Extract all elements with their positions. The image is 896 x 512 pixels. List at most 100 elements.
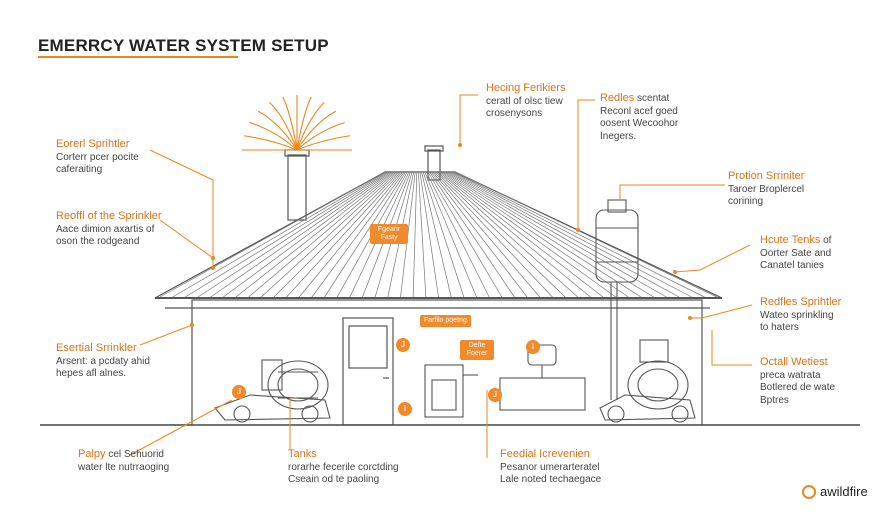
roof-panel-line — [261, 171, 398, 298]
roof-panel-line — [422, 171, 465, 298]
label-redles: Redles scentat Reconl acef goed oosent W… — [600, 92, 678, 143]
roof-panel-line — [172, 171, 387, 298]
label-roof-sprinkler-line-1: Corterr pcer pocite — [56, 151, 139, 163]
water-spray-arc — [296, 101, 325, 151]
roof-panel-line — [438, 171, 591, 298]
brand-name: awildfire — [820, 484, 868, 499]
label-roof-of-sprinkler: Reoffl of the Sprinkler Aace dimion axar… — [56, 210, 162, 249]
label-pump: Palpy cel Sehuorid water lte nutrraoging — [78, 448, 169, 474]
wall-tag: Farfilo pqetng — [420, 315, 471, 327]
label-redles-heading-rest: scentat — [637, 93, 670, 104]
roof-panel-line — [185, 171, 389, 298]
roof-panel-line — [197, 171, 390, 298]
marker-5: J — [488, 388, 502, 402]
label-redles-sprinkler: Redfles Sprihtler Wateo sprinkling to ha… — [760, 296, 841, 335]
label-roof-sprinkler: Eorerl Sprihtler Corterr pcer pocite caf… — [56, 138, 139, 177]
roof-panel-line — [427, 171, 503, 298]
label-essential-sprinkler-heading: Esertial Srrinkler — [56, 342, 137, 354]
roof-panel-line — [454, 171, 718, 298]
label-tanks-line-1: rorarhe fecerile corctding — [288, 461, 399, 473]
label-feedial-heading: Feedial Icrevenien — [500, 448, 590, 460]
roof-panel-line — [451, 171, 692, 298]
water-spray-arc — [296, 110, 337, 151]
label-redles-sprinkler-line-1: Wateo sprinkling — [760, 309, 834, 321]
label-essential-sprinkler: Esertial Srrinkler Arsent: a pcdaty ahid… — [56, 342, 150, 381]
label-hecing-fenkers-line-2: crosenysons — [486, 108, 543, 119]
roof-panel-line — [235, 171, 395, 298]
roof-panel-line — [248, 171, 397, 298]
label-pump-heading-rest: cel Sehuorid — [108, 449, 164, 460]
roof-panel-line — [442, 171, 616, 298]
pump-tag: Defte Foerer — [460, 340, 494, 360]
roof-panel-line — [434, 171, 553, 298]
roof-panel-line — [426, 171, 490, 298]
water-spray-arc — [296, 135, 351, 151]
label-feedial-line-1: Pesanor umerarteratel — [500, 461, 600, 473]
label-protion-sprinkler: Protion Srriniter Taroer Broplercel cori… — [728, 170, 804, 209]
label-essential-sprinkler-line-1: Arsent: a pcdaty ahid — [56, 355, 150, 367]
roof-panel-line — [446, 171, 654, 298]
label-home-tanks-line-2: Canatel tanies — [760, 260, 824, 271]
label-octal-wetiest-line-1: preca watrata — [760, 369, 821, 381]
roof-tag: Fgearir Fasty — [370, 224, 408, 244]
label-pump-heading: Palpy — [78, 448, 106, 460]
label-protion-sprinkler-line-2: corining — [728, 196, 764, 207]
label-hecing-fenkers-line-1: ceratl of olsc tiew — [486, 95, 563, 107]
label-feedial-line-2: Lale noted techaegace — [500, 474, 602, 485]
label-roof-sprinkler-heading: Eorerl Sprihtler — [56, 138, 130, 150]
label-tanks-line-2: Cseain od te paoling — [288, 474, 380, 485]
roof-panel-line — [210, 171, 392, 298]
label-hecing-fenkers: Hecing Ferikiers ceratl of olsc tiew cro… — [486, 82, 565, 121]
roof-panel-line — [421, 171, 452, 298]
brand-mark: awildfire — [802, 484, 868, 499]
water-spray-arc — [249, 121, 298, 151]
roof-panel-line — [440, 171, 604, 298]
roof-panel-line — [324, 171, 406, 298]
label-octal-wetiest-heading: Octall Wetiest — [760, 356, 828, 368]
water-spray-arc — [243, 135, 298, 151]
label-feedial: Feedial Icrevenien Pesanor umerarteratel… — [500, 448, 601, 487]
title-underline — [38, 56, 238, 58]
roof-panel-line — [286, 171, 402, 298]
roof-panel-line — [435, 171, 566, 298]
label-hecing-fenkers-heading: Hecing Ferikiers — [486, 82, 566, 94]
water-spray-arc — [269, 101, 298, 151]
water-spray-arc — [257, 110, 298, 151]
marker-4: J — [232, 385, 246, 399]
roof-panel-line — [448, 171, 667, 298]
marker-3: I — [526, 340, 540, 354]
label-octal-wetiest-line-3: Bptres — [760, 394, 789, 406]
label-redles-line-2: oosent Wecoohor — [600, 118, 679, 129]
roof-panel-line — [223, 171, 394, 298]
roof-panel-line — [419, 171, 439, 298]
label-redles-sprinkler-line-2: to haters — [760, 322, 799, 333]
label-roof-of-sprinkler-line-1: Aace dimion axartis of — [56, 223, 155, 235]
label-octal-wetiest: Octall Wetiest preca watrata Botlered de… — [760, 356, 835, 407]
marker-2: I — [398, 402, 412, 416]
label-home-tanks-heading: Hcute Tenks — [760, 234, 821, 246]
roof-panel-line — [432, 171, 541, 298]
label-tanks: Tanks rorarhe fecerile corctding Cseain … — [288, 448, 399, 487]
roof-panel-line — [418, 171, 427, 298]
roof-panel-line — [450, 171, 680, 298]
roof-panel-line — [453, 171, 705, 298]
roof-panel-line — [443, 171, 629, 298]
label-home-tanks-line-1: Oorter Sate and — [760, 247, 832, 259]
label-home-tanks-heading-rest: of — [823, 235, 832, 246]
marker-1: J — [396, 338, 410, 352]
label-essential-sprinkler-line-2: hepes afl alnes. — [56, 368, 127, 379]
roof-panel-line — [311, 171, 405, 298]
label-tanks-heading: Tanks — [288, 448, 317, 460]
label-home-tanks: Hcute Tenks of Oorter Sate and Canatel t… — [760, 234, 831, 273]
roof-panel-line — [273, 171, 400, 298]
label-redles-heading: Redles — [600, 92, 635, 104]
label-roof-of-sprinkler-line-2: oson the rodgeand — [56, 236, 140, 247]
roof-panel-line — [437, 171, 578, 298]
roof-panel-line — [298, 171, 403, 298]
label-redles-sprinkler-heading: Redfles Sprihtler — [760, 296, 842, 308]
water-spray-arc — [296, 96, 312, 151]
water-spray-arc — [282, 96, 298, 151]
diagram-title: EMERRCY WATER SYSTEM SETUP — [38, 36, 329, 55]
label-redles-line-1: Reconl acef goed — [600, 105, 678, 117]
